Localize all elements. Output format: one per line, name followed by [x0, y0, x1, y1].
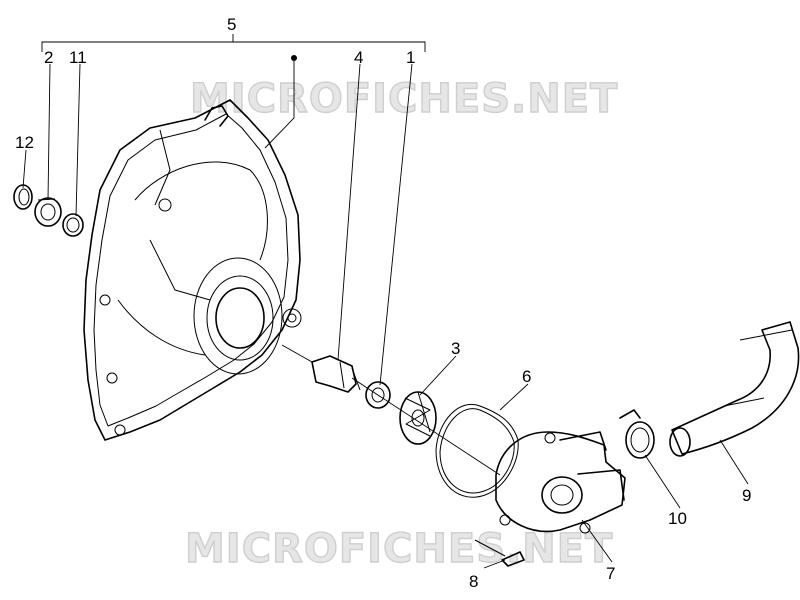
part-7-pump-cover[interactable] [351, 377, 626, 534]
callout-11: 11 [69, 48, 87, 67]
part-3-impeller[interactable] [399, 391, 437, 445]
part-9-hose[interactable] [669, 321, 800, 457]
callout-6: 6 [522, 367, 531, 386]
watermark-bottom: MICROFICHES.NET [185, 526, 613, 572]
part-2-seal[interactable] [34, 197, 62, 227]
leader-lines [22, 55, 749, 569]
leader-dot [291, 55, 297, 61]
callout-1: 1 [406, 48, 415, 67]
part-4-shaft[interactable] [281, 344, 361, 393]
callout-5: 5 [227, 15, 236, 34]
part-8-screw[interactable] [474, 539, 525, 567]
callout-12: 12 [15, 133, 34, 152]
callout-9: 9 [742, 486, 751, 505]
callout-8: 8 [469, 572, 478, 591]
part-1-seal[interactable] [365, 381, 391, 409]
part-11-ring[interactable] [62, 213, 84, 237]
callout-7: 7 [606, 564, 615, 583]
engine-cover[interactable] [83, 99, 302, 441]
callout-4: 4 [354, 48, 363, 67]
assembly-bracket [41, 34, 426, 52]
callouts: 5 2 11 12 4 1 3 6 9 10 7 8 [15, 15, 751, 591]
callout-3: 3 [451, 339, 460, 358]
watermark-top: MICROFICHES.NET [190, 76, 618, 122]
part-12-circlip[interactable] [13, 184, 33, 210]
callout-2: 2 [44, 48, 53, 67]
part-10-clamp[interactable] [619, 409, 655, 459]
callout-10: 10 [668, 509, 687, 528]
